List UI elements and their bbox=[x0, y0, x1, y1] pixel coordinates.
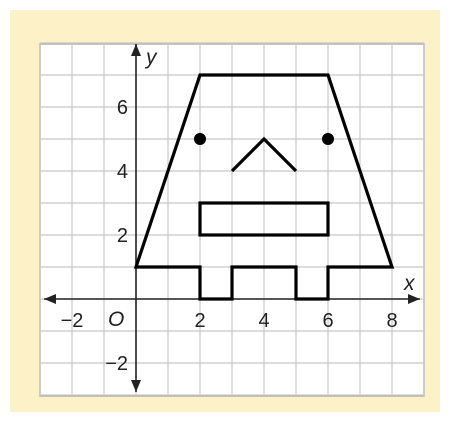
origin-label: O bbox=[108, 308, 124, 331]
x-axis-left-arrow-icon bbox=[44, 294, 56, 304]
x-axis-right-arrow-icon bbox=[408, 294, 420, 304]
x-tick-label: 4 bbox=[258, 310, 269, 332]
nose-chevron bbox=[230, 136, 298, 173]
x-tick-labels: −2 2 4 6 8 bbox=[61, 310, 398, 332]
x-tick-label: 2 bbox=[194, 310, 205, 332]
eyes bbox=[194, 133, 334, 145]
left-eye-dot bbox=[194, 133, 206, 145]
x-tick-label: −2 bbox=[61, 310, 84, 332]
x-tick-label: 8 bbox=[386, 310, 397, 332]
y-tick-label: 4 bbox=[117, 161, 128, 183]
y-tick-label: 6 bbox=[117, 97, 128, 119]
y-tick-label: 2 bbox=[117, 225, 128, 247]
face-outline bbox=[133, 73, 395, 301]
y-tick-label: −2 bbox=[105, 353, 128, 375]
right-eye-dot bbox=[322, 133, 334, 145]
x-tick-label: 6 bbox=[322, 310, 333, 332]
y-axis-label: y bbox=[144, 46, 158, 69]
y-tick-labels: −2 2 4 6 bbox=[105, 97, 128, 375]
y-axis-down-arrow-icon bbox=[131, 380, 141, 392]
y-axis-up-arrow-icon bbox=[131, 44, 141, 56]
y-axis bbox=[131, 44, 141, 392]
mouth-rectangle bbox=[198, 201, 330, 237]
x-axis-label: x bbox=[403, 272, 416, 295]
